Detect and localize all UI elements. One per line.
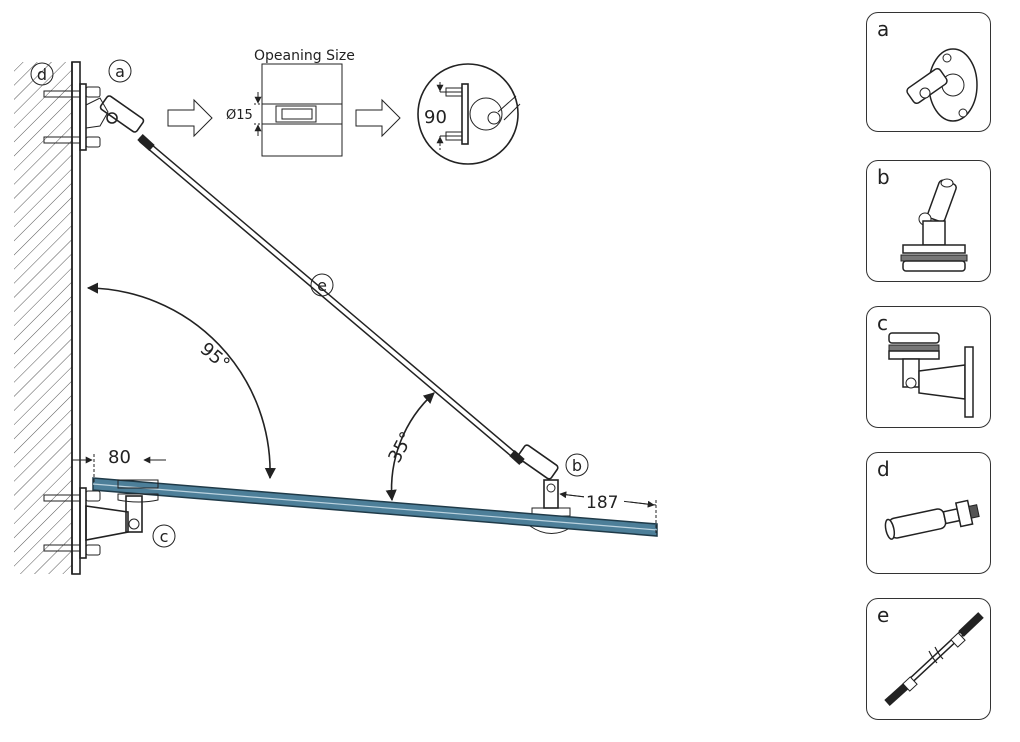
part-card-c: c — [866, 306, 991, 428]
callout-c: c — [152, 524, 176, 548]
svg-text:b: b — [572, 456, 582, 475]
distance-90-label: 90 — [424, 107, 447, 128]
opening-size-detail: Opeaning Size Ø15 — [226, 48, 355, 157]
part-label-e: e — [877, 603, 890, 627]
part-label-a: a — [877, 17, 890, 41]
glass-swivel-fitting-icon — [900, 178, 968, 272]
part-label-c: c — [877, 311, 888, 335]
bolt-spacing-detail: 90 — [417, 63, 521, 165]
opening-size-title: Opeaning Size — [254, 48, 355, 64]
dimension-187: 187 — [559, 491, 657, 534]
svg-text:c: c — [160, 527, 169, 546]
part-card-a: a — [866, 12, 991, 132]
arrow-right-1 — [167, 98, 213, 138]
part-card-d: d — [866, 452, 991, 574]
part-card-e: e — [866, 598, 991, 720]
dim-80-label: 80 — [108, 447, 131, 468]
lower-wall-bracket — [43, 479, 159, 559]
wall — [14, 61, 81, 575]
opening-diameter-label: Ø15 — [226, 108, 253, 123]
angle-35-marker: 35° — [384, 392, 435, 502]
upper-wall-anchor — [43, 83, 109, 151]
wall-swivel-fitting-icon — [906, 48, 978, 122]
glass-panel — [92, 477, 658, 537]
part-card-b: b — [866, 160, 991, 282]
tension-rod — [137, 134, 525, 465]
callout-a: a — [108, 59, 132, 83]
anchor-bolt-icon — [884, 499, 980, 540]
callout-d: d — [30, 62, 54, 86]
callout-b: b — [565, 453, 589, 477]
angle-95-label: 95° — [196, 338, 234, 375]
callout-e: e — [310, 273, 334, 297]
part-label-d: d — [877, 457, 890, 481]
wall-glass-bracket-icon — [888, 332, 974, 418]
svg-text:a: a — [115, 62, 125, 81]
arrow-right-2 — [355, 98, 401, 138]
part-label-b: b — [877, 165, 890, 189]
tension-rod-icon — [884, 612, 984, 706]
dim-187-label: 187 — [586, 493, 618, 513]
svg-text:e: e — [317, 276, 327, 295]
svg-text:d: d — [37, 65, 47, 84]
angle-35-label: 35° — [384, 428, 418, 466]
upper-swivel-fitting — [99, 95, 145, 133]
dimension-80: 80 — [72, 447, 166, 482]
